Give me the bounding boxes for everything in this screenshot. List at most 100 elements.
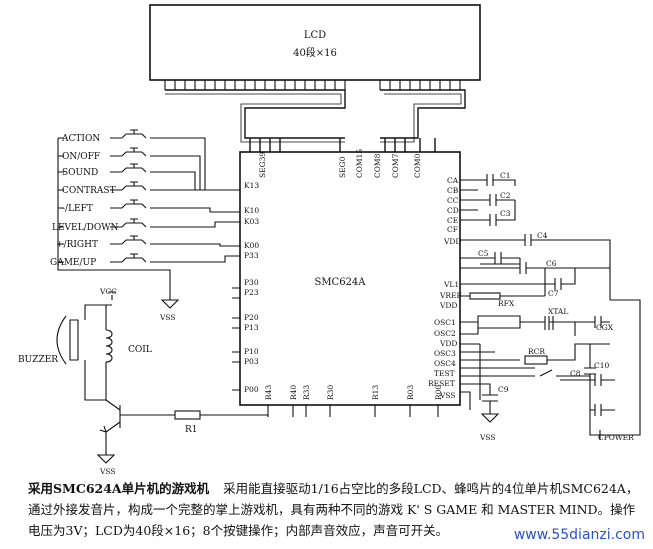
- pin-p10: P10: [244, 347, 259, 356]
- caption-body: 采用能直接驱动1/16占空比的多段LCD、蜂鸣片的4位单片机SMC624A，通过…: [28, 481, 639, 538]
- button-label-left: -/LEFT: [62, 204, 93, 214]
- schematic-diagram: LCD 40段×16 SMC624A SEG39 SEG0 COM15 COM8…: [18, 4, 641, 476]
- pin-ce: CE: [447, 216, 458, 225]
- pin-r43: R43: [264, 385, 273, 400]
- pin-cd: CD: [447, 206, 459, 215]
- pin-p13: P13: [244, 323, 259, 332]
- caption: 采用SMC624A单片机的游戏机采用能直接驱动1/16占空比的多段LCD、蜂鸣片…: [28, 478, 640, 541]
- pin-cc: CC: [447, 196, 459, 205]
- button-label-sound: SOUND: [62, 168, 98, 178]
- pin-osc3: OSC3: [434, 349, 456, 358]
- label-coil: COIL: [128, 345, 152, 355]
- pin-vdd-3: VDD: [439, 339, 457, 348]
- pin-seg0: SEG0: [338, 156, 347, 178]
- pin-test: TEST: [434, 369, 455, 378]
- label-xtal: XTAL: [548, 307, 568, 316]
- pin-reset: RESET: [428, 379, 455, 388]
- pin-p30: P30: [244, 278, 259, 287]
- ground-symbol-keys: [160, 299, 180, 309]
- button-label-action: ACTION: [61, 134, 100, 144]
- pin-com8: COM8: [373, 153, 382, 178]
- pin-osc2: OSC2: [434, 329, 456, 338]
- label-rcr: RCR: [528, 347, 545, 356]
- watermark: www.55dianzi.com: [511, 527, 647, 543]
- pin-p23: P23: [244, 288, 259, 297]
- pin-com15: COM15: [355, 149, 364, 178]
- coil: [84, 304, 113, 401]
- pin-osc4: OSC4: [434, 359, 456, 368]
- pin-r40: R40: [289, 385, 298, 400]
- push-buttons: [121, 129, 147, 263]
- ground-symbol-vss-right: [480, 413, 500, 423]
- label-c2: C2: [500, 191, 511, 200]
- lcd-label: LCD: [304, 30, 326, 41]
- button-label-right: +/RIGHT: [56, 240, 98, 250]
- label-buzzer: BUZZER: [18, 355, 58, 365]
- resistor-rfx: [469, 292, 501, 300]
- pin-r03: R03: [406, 385, 415, 400]
- ground-symbol-vss-left: [96, 454, 116, 464]
- chip-name: SMC624A: [314, 277, 366, 288]
- pin-com7: COM7: [391, 153, 400, 178]
- label-c9: C9: [498, 385, 509, 394]
- label-c3: C3: [500, 209, 511, 218]
- transistor: [99, 399, 128, 433]
- supply-caps: [460, 234, 611, 300]
- label-r1: R1: [185, 425, 198, 435]
- oscillator-network: [460, 315, 610, 400]
- pin-p00: P00: [244, 385, 259, 394]
- pin-vss: VSS: [439, 391, 456, 400]
- label-vcc: VCC: [99, 287, 117, 296]
- smc624a-chip: [239, 151, 461, 406]
- button-label-game-up: GAME/UP: [50, 258, 96, 268]
- label-c4: C4: [537, 231, 548, 240]
- lcd-module: [149, 4, 481, 81]
- pin-vref: VREF: [439, 291, 462, 300]
- label-c8: C8: [570, 369, 581, 378]
- resistor-r1: [174, 410, 201, 420]
- label-cpower: CPOWER: [598, 433, 634, 442]
- button-label-onoff: ON/OFF: [62, 152, 100, 162]
- resistor-rcr: [524, 355, 548, 365]
- r43-drive-line: [128, 414, 269, 417]
- pin-vdd-1: VDD: [443, 237, 461, 246]
- label-c7: C7: [548, 289, 559, 298]
- button-label-level-down: LEVEL/DOWN: [52, 223, 118, 233]
- label-c1: C1: [500, 171, 511, 180]
- button-label-contrast: CONTRAST: [62, 186, 116, 196]
- pin-seg39: SEG39: [258, 152, 267, 178]
- key-scan-lines: [110, 137, 240, 263]
- pin-r30: R30: [326, 385, 335, 400]
- pin-k10: K10: [244, 206, 259, 215]
- label-cgx: CGX: [596, 323, 614, 332]
- pin-k13: K13: [244, 181, 259, 190]
- segment-bus: [165, 89, 346, 152]
- pin-osc1: OSC1: [434, 318, 456, 327]
- label-c10: C10: [594, 361, 610, 370]
- label-vss-right: VSS: [479, 433, 496, 442]
- pin-p20: P20: [244, 313, 259, 322]
- pin-cb: CB: [447, 186, 459, 195]
- pin-k03: K03: [244, 217, 259, 226]
- pin-p03: P03: [244, 357, 259, 366]
- pin-vl1: VL1: [443, 280, 459, 289]
- common-bus: [380, 89, 466, 152]
- pin-p33: P33: [244, 251, 259, 260]
- label-rfx: RFX: [498, 299, 515, 308]
- pin-r33: R33: [302, 385, 311, 400]
- pin-cf: CF: [447, 225, 458, 234]
- charge-pump-caps: [460, 174, 516, 226]
- pin-r13: R13: [371, 385, 380, 400]
- buzzer: [56, 315, 79, 365]
- lcd-connector-legs: [164, 80, 461, 90]
- pin-com0: COM0: [413, 153, 422, 178]
- pin-k00: K00: [244, 241, 259, 250]
- lcd-spec: 40段×16: [293, 46, 337, 59]
- label-vss-left: VSS: [99, 467, 116, 476]
- label-c5: C5: [478, 249, 489, 258]
- pin-ca: CA: [447, 176, 459, 185]
- caption-title: 采用SMC624A单片机的游戏机: [28, 481, 210, 496]
- pin-vdd-2: VDD: [439, 301, 457, 310]
- pin-r00: R00: [434, 385, 443, 400]
- button-common-return: [57, 137, 171, 300]
